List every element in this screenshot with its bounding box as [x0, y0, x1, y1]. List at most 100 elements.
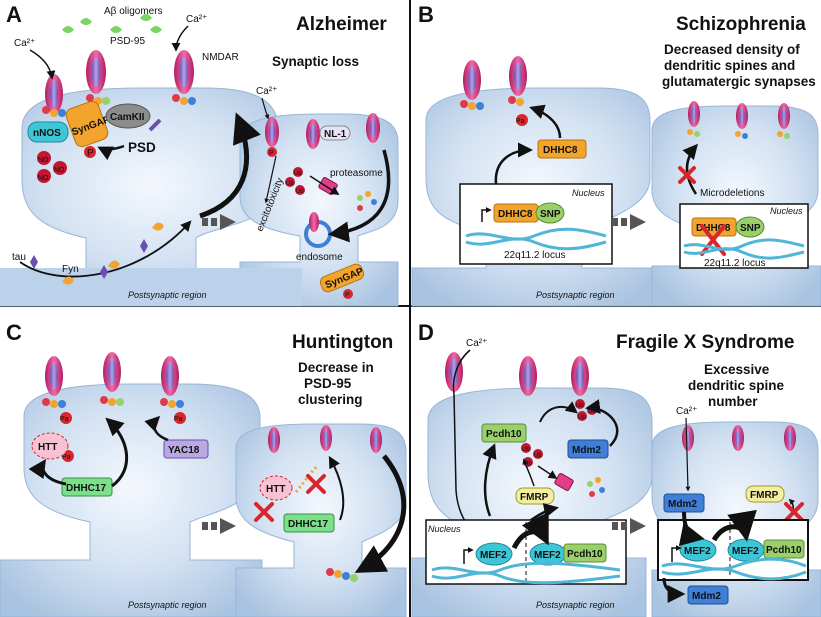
transition-arrow-b — [612, 214, 646, 230]
expression-arrow-b — [494, 142, 533, 185]
psd-arrow — [97, 144, 125, 161]
panel-d-heading-1: Excessive — [704, 362, 770, 377]
red-x-b1 — [678, 166, 696, 184]
panel-a: A Alzheimer Synaptic loss Aβ oligomers C… — [0, 2, 399, 307]
svg-text:Ub: Ub — [534, 453, 542, 459]
promoter-arrow-d2 — [671, 545, 682, 562]
pa-label-b: Pa — [516, 118, 525, 125]
syngap-protein: SynGAP — [65, 100, 112, 148]
svg-text:Ub: Ub — [294, 171, 302, 177]
htt-protein-2: HTT — [259, 475, 293, 501]
panel-c-heading-1: Decrease in — [298, 360, 374, 375]
dhhc8-gene-2: DHHC8 — [691, 217, 737, 237]
svg-text:Pa: Pa — [62, 454, 71, 461]
svg-text:NL-1: NL-1 — [324, 129, 347, 140]
dna-helix-d2 — [661, 557, 807, 581]
internalization-arrow — [327, 149, 391, 243]
pcdh10-translation-arrow — [482, 443, 497, 517]
postsynaptic-region-label-b: Postsynaptic region — [536, 290, 615, 300]
nl1-protein: NL-1 — [319, 125, 351, 141]
fyn-label: Fyn — [62, 264, 79, 275]
postsynaptic-region-label-d: Postsynaptic region — [536, 600, 615, 610]
excitotoxicity-arrow — [264, 155, 277, 204]
ca-left-label: Ca²⁺ — [14, 38, 35, 49]
ca-label-d2: Ca²⁺ — [676, 406, 697, 417]
snp-marker: SNP — [535, 202, 565, 224]
svg-text:DHHC8: DHHC8 — [696, 223, 731, 234]
svg-text:FMRP: FMRP — [750, 490, 779, 501]
mdm2-protein: Mdm2 — [567, 439, 609, 459]
ca-small-arrow — [261, 97, 270, 120]
psd95-chains-a — [42, 94, 196, 117]
mef2-activation-arrow — [511, 511, 549, 550]
postsynaptic-region-label-a: Postsynaptic region — [128, 290, 207, 300]
panel-b-heading-2: dendritic spines and — [664, 58, 795, 73]
ca-influx-arrow-left — [29, 49, 56, 80]
mef2-protein-a: MEF2 — [475, 542, 513, 566]
panel-d-heading-3: number — [708, 394, 758, 409]
mdm2-inhibit-arrow — [678, 511, 705, 546]
svg-text:FMRP: FMRP — [520, 492, 549, 503]
dhhc8-gene: DHHC8 — [493, 203, 539, 223]
htt-protein: HTT — [31, 432, 69, 460]
red-x-c2 — [306, 474, 326, 494]
panel-a-letter: A — [6, 2, 22, 27]
panel-c-heading-3: clustering — [298, 392, 363, 407]
locus-label-b: 22q11.2 locus — [504, 250, 566, 261]
svg-text:nNOS: nNOS — [33, 128, 61, 139]
pcdh10-protein: Pcdh10 — [481, 423, 527, 443]
panel-c-title: Huntington — [292, 332, 393, 353]
svg-text:DHHC17: DHHC17 — [66, 483, 106, 494]
abeta-label: Aβ oligomers — [104, 6, 163, 17]
svg-text:MEF2: MEF2 — [684, 546, 711, 557]
svg-text:MEF2: MEF2 — [534, 550, 561, 561]
phospho-label-3: P — [269, 150, 274, 157]
nnos-protein: nNOS — [27, 121, 69, 143]
ca-right-label: Ca²⁺ — [186, 14, 207, 25]
ca-influx-arrow-right — [171, 25, 189, 52]
tau-fyn-complexes — [30, 222, 164, 285]
panel-b-heading-3: glutamatergic synapses — [662, 74, 816, 89]
svg-text:Pcdh10: Pcdh10 — [766, 545, 802, 556]
dna-helix-b — [465, 227, 607, 251]
transition-arrow-a — [202, 214, 236, 230]
panel-d-letter: D — [418, 320, 434, 345]
svg-text:Mdm2: Mdm2 — [572, 445, 601, 456]
svg-text:Mdm2: Mdm2 — [668, 499, 697, 510]
declustering-arrow — [354, 454, 407, 573]
phospho-badge-2 — [267, 147, 277, 157]
mdm2-export-arrow — [662, 577, 686, 603]
ca-label-d: Ca²⁺ — [466, 338, 487, 349]
postsynaptic-region-label-c: Postsynaptic region — [128, 600, 207, 610]
pcdh10-gene-2: Pcdh10 — [763, 539, 805, 559]
degradation-arrow — [309, 175, 340, 195]
svg-text:Pa: Pa — [174, 416, 183, 423]
panel-d-title: Fragile X Syndrome — [616, 332, 794, 353]
panel-c-heading-2: PSD-95 — [304, 376, 352, 391]
svg-text:SNP: SNP — [740, 223, 761, 234]
svg-text:MEF2: MEF2 — [480, 550, 507, 561]
panel-b-letter: B — [418, 2, 434, 27]
psd-label: PSD — [128, 140, 156, 155]
ubiquitin-tags-a: Ub Ub Ub — [285, 167, 305, 195]
mef2-protein-d: MEF2 — [727, 538, 765, 562]
svg-text:CamKII: CamKII — [110, 112, 145, 123]
dhhc8-protein: DHHC8 — [537, 139, 587, 159]
svg-text:Pa: Pa — [60, 416, 69, 423]
nucleus-label-b: Nucleus — [572, 188, 605, 198]
microdeletions-label: Microdeletions — [700, 188, 764, 199]
panel-b: Pa B Schizophrenia Decreased density of … — [411, 2, 821, 307]
panel-b-heading-1: Decreased density of — [664, 42, 800, 57]
panel-d: Ub Ub Ub Ub Ub Ub D Fragile X Syndrome E… — [411, 320, 821, 617]
receptors-c — [45, 352, 382, 453]
proteasome-label: proteasome — [330, 168, 383, 179]
receptors-b — [463, 56, 790, 129]
svg-text:SNP: SNP — [540, 209, 561, 220]
nucleus-label-b2: Nucleus — [770, 206, 803, 216]
svg-text:Ub: Ub — [286, 181, 294, 187]
mef2-activation-arrow-2 — [711, 509, 757, 542]
panel-c-letter: C — [6, 320, 22, 345]
htt-palm-arrow — [28, 459, 67, 486]
transport-arrow-a — [199, 112, 261, 219]
